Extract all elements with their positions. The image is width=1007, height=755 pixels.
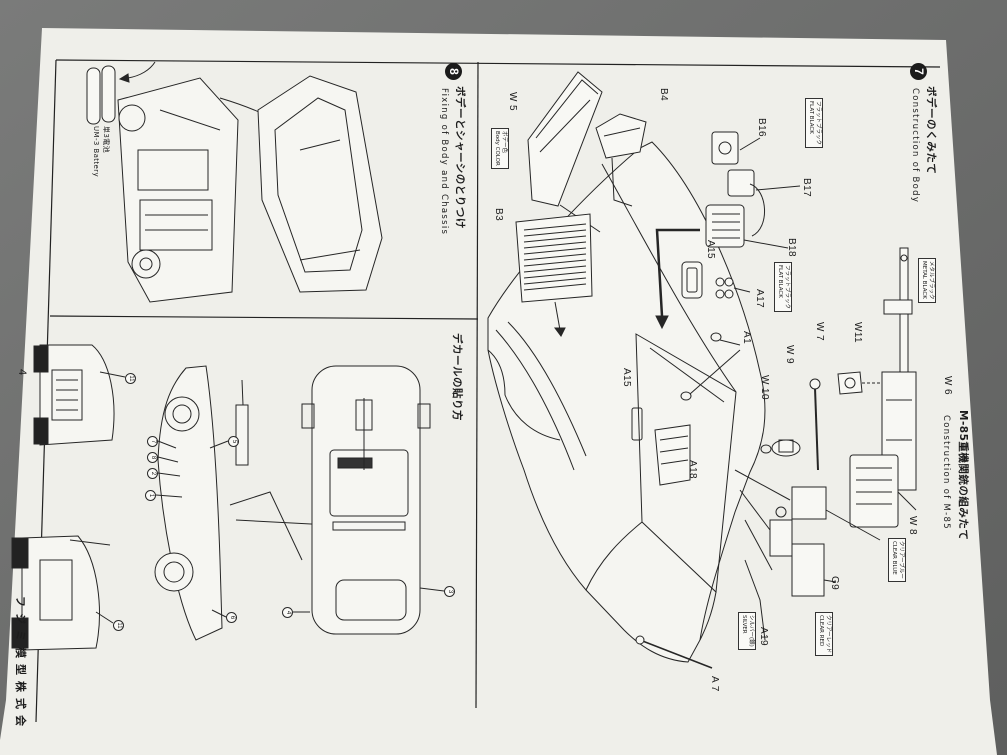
part-label-w8: W 8 (907, 516, 918, 535)
paint-note-ja: フラットブラック (815, 101, 821, 146)
part-label-w10: W 10 (759, 375, 770, 400)
step-7-title-en: Construction of Body (910, 88, 920, 204)
part-label-w9: W 9 (784, 345, 795, 364)
part-w11-drawing (837, 371, 863, 395)
paint-note-en: SILVER (741, 615, 748, 634)
paint-note-silver: シルバー(銀) SILVER (738, 612, 756, 650)
part-label-b16: B16 (756, 118, 767, 137)
part-label-b17: B17 (801, 178, 812, 197)
part-label-a17: A17 (754, 289, 765, 308)
paint-note-ja: クリアーブルー (898, 541, 904, 579)
part-label-b4: B4 (658, 88, 669, 102)
battery-drawing (86, 67, 101, 125)
paint-note-en: Body COLOR (494, 131, 501, 166)
decal-stripe (337, 457, 373, 469)
part-w9-drawing (771, 439, 801, 457)
part-b4-drawing (595, 113, 647, 159)
paint-note-en: METAL BLACK (921, 261, 928, 299)
decal-marker: 1 (145, 490, 156, 501)
part-g9-drawing (791, 543, 825, 597)
decal-marker: 3 (444, 586, 455, 597)
step-7-number: 7 (910, 63, 927, 80)
part-label-a15-upper: A15 (705, 240, 716, 259)
publisher-name: フジミ模型株式会 (14, 596, 27, 732)
m85-barrel-drawing (899, 247, 909, 389)
paint-note-ja: メタルブラック (928, 261, 934, 300)
part-label-a15-lower: A15 (621, 368, 632, 387)
paint-note-metal-black: メタルブラック METAL BLACK (918, 258, 936, 303)
paint-note-flat-black-lower: フラットブラック FLAT BLACK (774, 262, 792, 313)
part-w10-drawing (760, 444, 772, 454)
part-a1-drawing (710, 332, 722, 342)
part-label-a1: A1 (741, 331, 752, 345)
decal-marker: 4 (282, 607, 293, 618)
decal-marker: 7 (147, 436, 158, 447)
part-a7-antenna-drawing (639, 639, 713, 669)
part-label-g9: G9 (829, 576, 840, 591)
paint-note-ja: ボデー色 (501, 131, 507, 154)
rear-view-car-upper (39, 344, 115, 446)
rear-view-car-lower (21, 535, 100, 651)
part-label-w7: W 7 (814, 322, 825, 341)
part-label-w6: W 6 (942, 376, 953, 395)
paint-note-ja: フラットブラック (784, 265, 790, 310)
part-a18-drawing (654, 424, 691, 486)
paint-note-en: FLAT BLACK (777, 265, 784, 298)
step-8-title-en: Fixing of Body and Chassis (439, 88, 449, 236)
step-8-number: 8 (445, 63, 462, 80)
part-b17-drawing (727, 169, 755, 197)
part-a15-lower-drawing (631, 407, 643, 441)
body-shell-drawing (257, 75, 383, 293)
paint-note-clear-red: クリアーレッド CLEAR RED (815, 612, 833, 657)
paint-note-ja: シルバー(銀) (748, 615, 754, 647)
step-7-title-ja: ボデーのくみたて (925, 86, 937, 175)
step-8-title-ja: ボデーとシャーシのとりつけ (454, 86, 466, 229)
part-b16-drawing (711, 131, 739, 165)
m85-title-en: Construction of M-85 (941, 415, 951, 530)
paint-note-en: CLEAR BLUE (891, 541, 898, 575)
part-w5-drawing (527, 71, 603, 207)
decal-marker: 8 (147, 452, 158, 463)
paint-note-flat-black-upper: フラットブラック FLAT BLACK (805, 98, 823, 149)
m85-title-ja: M-85重機関銃の組みたて (957, 410, 969, 541)
part-w7-drawing (814, 387, 819, 471)
part-a17-drawing (715, 277, 734, 299)
decal-marker: 11 (125, 373, 136, 384)
body-construction-diagram (487, 71, 917, 669)
part-label-a7: A 7 (709, 676, 720, 692)
top-view-car (311, 365, 421, 635)
part-label-b3: B3 (493, 208, 504, 222)
battery-label-en: UM-3 Battery (92, 126, 100, 178)
part-b18-drawing (705, 204, 745, 248)
part-a19-drawing (744, 559, 766, 641)
part-label-a18: A18 (687, 460, 698, 479)
paint-note-clear-blue: クリアーブルー CLEAR BLUE (888, 538, 906, 582)
body-chassis-diagram (86, 61, 383, 303)
part-label-a19: A19 (758, 627, 769, 646)
page-number: 4 (16, 369, 28, 376)
part-b3-drawing (515, 213, 593, 303)
decal-marker: 2 (147, 468, 158, 479)
battery-label-ja: 単3電池 (102, 126, 110, 154)
part-label-b18: B18 (786, 238, 797, 257)
part-label-w11: W11 (852, 322, 863, 344)
decal-section-title: デカールの貼り方 (451, 333, 463, 421)
paint-note-ja: クリアーレッド (825, 615, 831, 654)
decal-marker: 5 (228, 436, 239, 447)
decal-marker: 6 (226, 612, 237, 623)
paint-note-en: FLAT BLACK (808, 101, 815, 134)
part-w8-drawing (849, 454, 899, 528)
decal-marker: 11 (113, 620, 124, 631)
paint-note-body-color: ボデー色 Body COLOR (491, 128, 509, 169)
part-a15-upper-drawing (681, 261, 703, 299)
part-label-w5: W 5 (507, 92, 518, 111)
paint-note-en: CLEAR RED (818, 615, 825, 647)
decal-placement-diagram (11, 344, 445, 651)
